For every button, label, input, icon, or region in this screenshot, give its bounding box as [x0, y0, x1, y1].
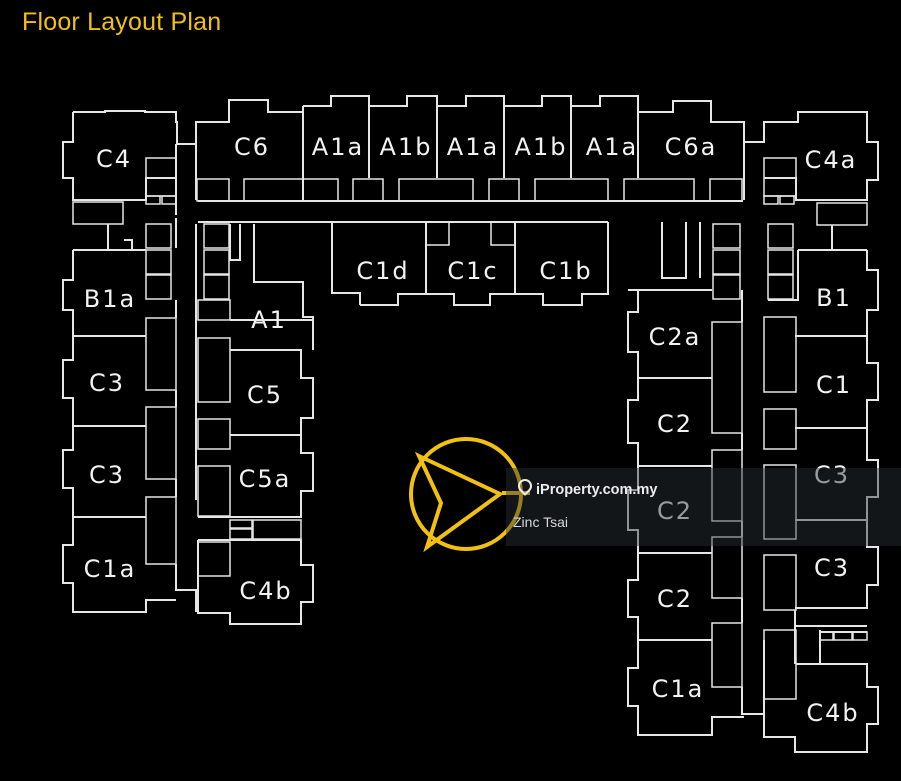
unit-label-a1a[interactable]: A1a — [586, 133, 638, 161]
unit-label-c3[interactable]: C3 — [814, 554, 850, 582]
unit-label-c1[interactable]: C1 — [816, 371, 852, 399]
unit-label-c3[interactable]: C3 — [89, 369, 125, 397]
unit-label-c5[interactable]: C5 — [247, 381, 283, 409]
watermark-brand-text: iProperty.com.my — [536, 482, 658, 498]
watermark: iProperty.com.my Zinc Tsai — [506, 468, 901, 546]
unit-labels: C4 C6 A1a A1b A1a A1b A1a C6a C4a C1d C1… — [84, 133, 859, 727]
left-column-walls — [62, 250, 314, 625]
right-column-walls — [627, 250, 879, 753]
unit-label-b1[interactable]: B1 — [816, 284, 852, 312]
top-row-walls — [62, 95, 879, 251]
unit-label-a1b[interactable]: A1b — [515, 133, 568, 161]
unit-label-c1a[interactable]: C1a — [652, 675, 705, 703]
unit-label-b1a[interactable]: B1a — [84, 285, 136, 313]
unit-label-c3[interactable]: C3 — [814, 461, 850, 489]
unit-label-c6[interactable]: C6 — [234, 133, 270, 161]
unit-label-c5a[interactable]: C5a — [239, 465, 292, 493]
unit-label-a1[interactable]: A1 — [251, 306, 287, 334]
unit-label-c4b[interactable]: C4b — [239, 577, 292, 605]
unit-label-c3[interactable]: C3 — [89, 461, 125, 489]
unit-label-a1b[interactable]: A1b — [380, 133, 433, 161]
unit-label-c6a[interactable]: C6a — [665, 133, 718, 161]
unit-label-c2[interactable]: C2 — [657, 497, 693, 525]
page-title: Floor Layout Plan — [22, 8, 222, 36]
unit-label-c1a[interactable]: C1a — [84, 555, 137, 583]
unit-label-c4b[interactable]: C4b — [806, 699, 859, 727]
unit-label-c2[interactable]: C2 — [657, 585, 693, 613]
unit-label-c1c[interactable]: C1c — [447, 257, 498, 285]
unit-label-c2[interactable]: C2 — [657, 410, 693, 438]
location-pin-icon — [515, 476, 535, 496]
unit-label-c1b[interactable]: C1b — [539, 257, 592, 285]
unit-label-c4[interactable]: C4 — [96, 145, 132, 173]
compass-arrow-icon — [409, 437, 530, 553]
middle-row-walls — [145, 221, 794, 500]
unit-label-c1d[interactable]: C1d — [356, 257, 409, 285]
unit-label-c4a[interactable]: C4a — [805, 146, 858, 174]
unit-label-a1a[interactable]: A1a — [447, 133, 499, 161]
watermark-agent: Zinc Tsai — [513, 514, 568, 530]
unit-label-c2a[interactable]: C2a — [649, 323, 702, 351]
watermark-brand: iProperty.com.my — [515, 476, 658, 498]
unit-label-a1a[interactable]: A1a — [312, 133, 364, 161]
